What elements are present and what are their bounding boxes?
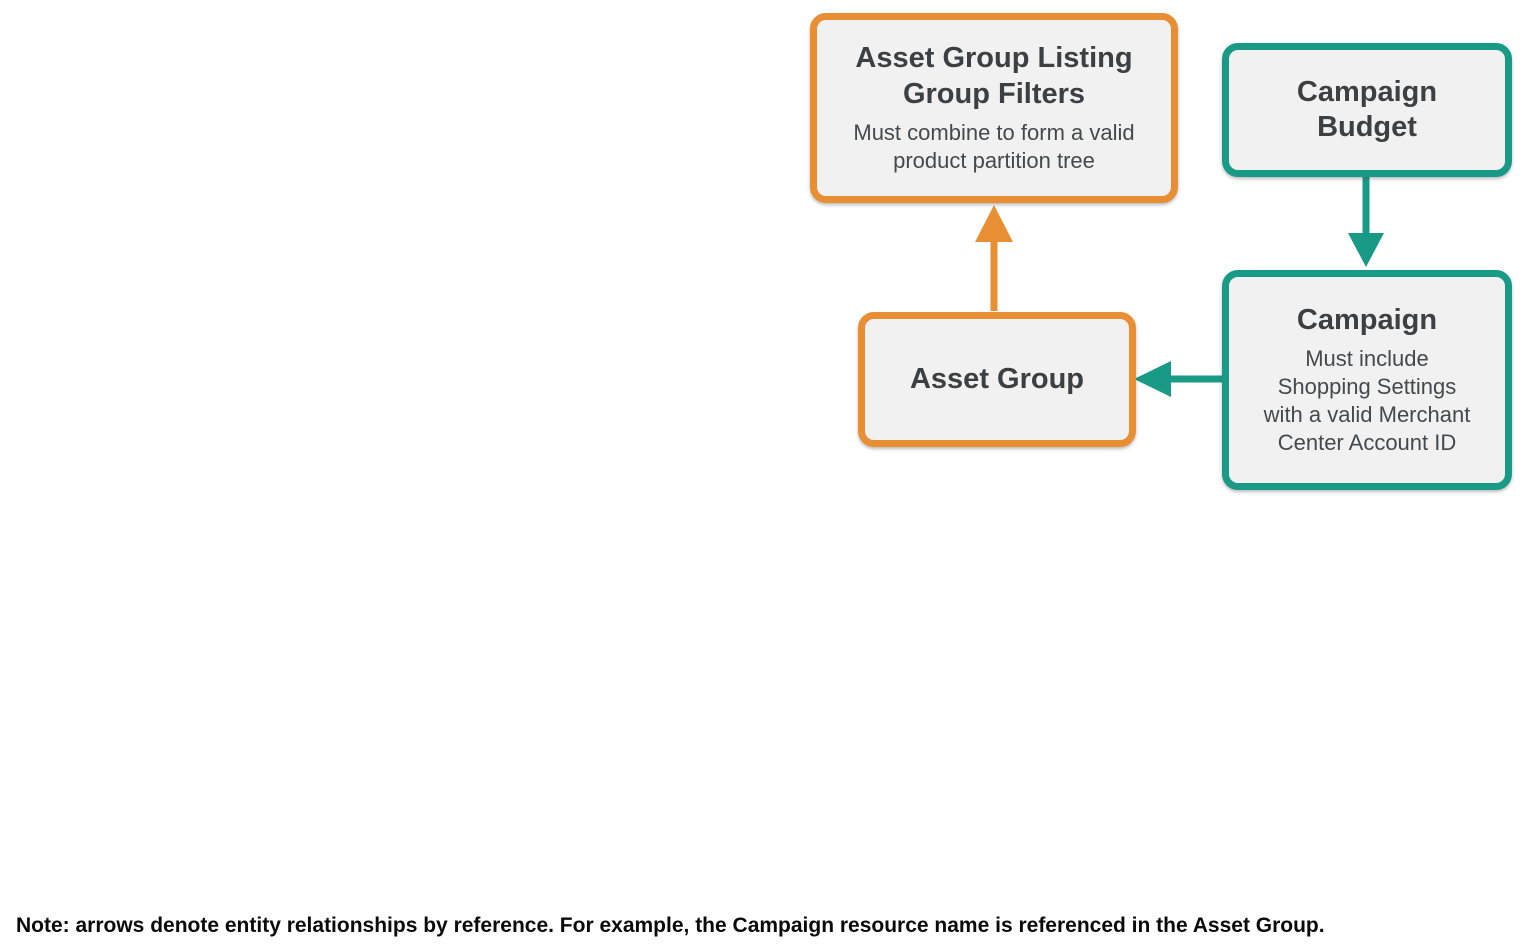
node-campaign-title: Campaign (1296, 303, 1438, 336)
node-subtitle-line: Center Account ID (1277, 430, 1457, 456)
node-subtitle-line: Must combine to form a valid (853, 119, 1135, 145)
node-asset-group: Asset Group (858, 312, 1136, 447)
node-subtitle-line: Must include (1305, 346, 1429, 372)
node-campaign-budget-title: Campaign Budget (1296, 75, 1438, 143)
node-asset-group-listing-group-filters-title: Asset Group Listing Group Filters (855, 42, 1133, 110)
node-campaign-subtitle: Must include Shopping Settings with a va… (1264, 345, 1471, 457)
node-subtitle-line: Shopping Settings (1277, 374, 1457, 400)
edge-campaign-to-asset-group (1134, 361, 1223, 397)
node-subtitle-line: product partition tree (893, 147, 1095, 173)
edge-budget-to-campaign (1348, 176, 1384, 267)
node-asset-group-listing-group-filters-subtitle: Must combine to form a valid product par… (853, 119, 1134, 175)
edge-campaign-to-asset-group-arrowhead (1134, 361, 1171, 397)
edge-budget-to-campaign-arrowhead (1348, 233, 1384, 267)
node-subtitle-line: with a valid Merchant (1263, 402, 1471, 428)
node-asset-group-title: Asset Group (909, 362, 1085, 395)
node-asset-group-listing-group-filters: Asset Group Listing Group Filters Must c… (810, 13, 1178, 203)
node-campaign: Campaign Must include Shopping Settings … (1222, 270, 1512, 490)
edge-asset-group-to-listing-filters-arrowhead (975, 205, 1013, 242)
footnote: Note: arrows denote entity relationships… (16, 914, 1325, 937)
node-campaign-budget: Campaign Budget (1222, 43, 1512, 177)
edge-asset-group-to-listing-filters (975, 205, 1013, 311)
